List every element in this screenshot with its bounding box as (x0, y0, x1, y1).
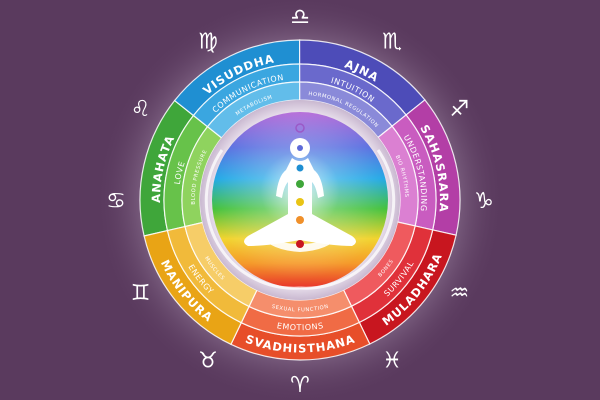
throat-point-icon (296, 164, 304, 172)
chakra-rings (139, 39, 461, 361)
leo-icon: ♌ (131, 97, 151, 122)
aquarius-icon: ♒ (449, 281, 469, 306)
svadhisthana-quality-label: EMOTIONS (276, 321, 324, 332)
center-arc-right (299, 149, 396, 290)
pisces-icon: ♓ (382, 348, 402, 373)
heart-point-icon (296, 180, 304, 188)
aries-icon: ♈ (290, 373, 310, 398)
taurus-icon: ♉ (198, 348, 218, 373)
zodiac-ring: ♎ ♏ ♐ ♑ ♒ ♓ ♈ ♉ ♊ ♋ ♌ ♍ (106, 5, 494, 398)
solar-plexus-point-icon (296, 198, 304, 206)
root-point-icon (296, 240, 304, 248)
crown-point-icon (295, 123, 305, 133)
sagittarius-icon: ♐ (449, 97, 469, 122)
center-arc-left (204, 149, 301, 290)
gemini-icon: ♊ (131, 281, 151, 306)
cancer-icon: ♋ (106, 189, 126, 214)
virgo-icon: ♍ (198, 30, 218, 55)
svadhisthana-body-label: SEXUAL FUNCTION (271, 304, 329, 314)
third-eye-point-icon (297, 145, 303, 151)
capricorn-icon: ♑ (474, 189, 494, 214)
sacral-point-icon (296, 216, 304, 224)
libra-icon: ♎ (290, 5, 310, 30)
scorpio-icon: ♏ (382, 30, 402, 55)
chakra-points (295, 123, 305, 248)
